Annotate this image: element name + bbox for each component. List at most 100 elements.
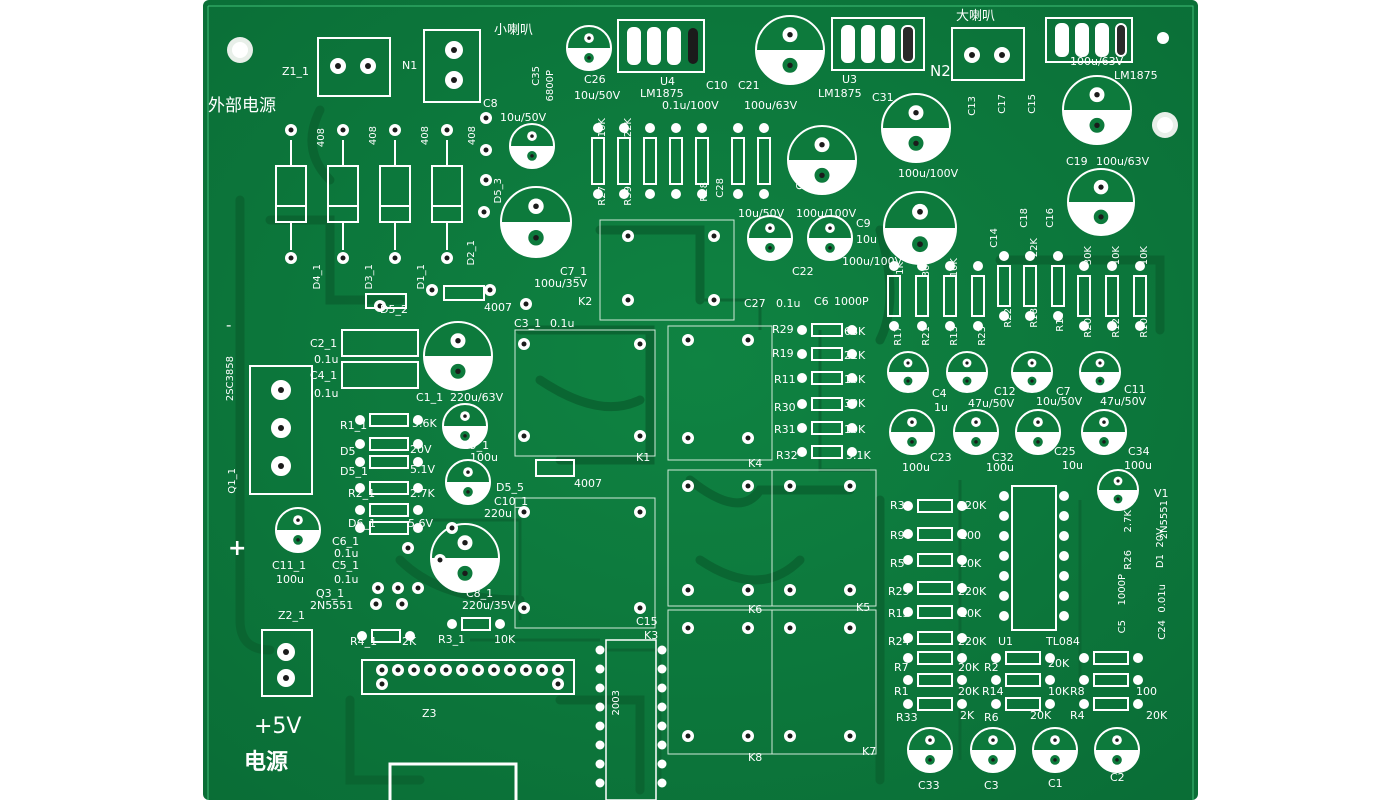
- through-hole: [685, 625, 691, 631]
- through-hole: [437, 557, 443, 563]
- label-transistor: 2SC3858: [225, 356, 236, 402]
- label-z2: Z2_1: [278, 609, 306, 622]
- label-c21-value: 100u/63V: [744, 99, 798, 112]
- label-c17: C17: [997, 94, 1008, 114]
- label-r6-value: 20K: [1030, 709, 1052, 722]
- label-c29-value2: 100u/100V: [796, 207, 857, 220]
- film-capacitor: [535, 459, 575, 477]
- resistor-top-row: [669, 137, 683, 185]
- through-hole: [521, 341, 527, 347]
- label-k2: K2: [578, 295, 593, 308]
- label-c2-value: 0.1u: [314, 353, 339, 366]
- label-c9-1: C9_1: [462, 439, 490, 452]
- through-hole: [787, 625, 793, 631]
- through-hole: [847, 587, 853, 593]
- resistor-pad: [1045, 699, 1055, 709]
- resistor-right-col: [917, 631, 953, 645]
- label-c26: C26: [584, 73, 606, 86]
- copper-traces: [235, 105, 1165, 795]
- resistor-right-row: [1077, 275, 1091, 317]
- capacitor-hole: [1116, 497, 1120, 501]
- diode-bridge: [275, 140, 463, 250]
- label-c23-value: 100u: [902, 461, 930, 474]
- label-c34-value: 100u: [1124, 459, 1152, 472]
- resistor-pad: [355, 505, 365, 515]
- label-c25-value: 10u: [1062, 459, 1083, 472]
- through-hole: [483, 147, 489, 153]
- through-hole: [429, 287, 435, 293]
- through-hole: [399, 601, 405, 607]
- label-c8-value: 10u/50V: [500, 111, 547, 124]
- resistor-right-col: [917, 697, 953, 711]
- label-r12-value: 10K: [1111, 246, 1122, 266]
- resistor-left-col: [369, 413, 409, 427]
- label-c24: C24: [1157, 620, 1168, 640]
- resistor-pad: [1107, 261, 1117, 271]
- label-r20: R20: [1083, 318, 1094, 338]
- through-hole: [847, 625, 853, 631]
- capacitor-hole: [974, 440, 978, 444]
- resistor-right-row: [1133, 275, 1147, 317]
- through-hole: [392, 255, 398, 261]
- resistor-pad: [991, 699, 1001, 709]
- label-c4-value: 0.1u: [314, 387, 339, 400]
- through-hole: [745, 483, 751, 489]
- label-minus: -: [226, 316, 232, 334]
- label-d-value-1: 408: [316, 128, 327, 148]
- label-u1: U1: [998, 635, 1014, 648]
- resistor-pad: [991, 675, 1001, 685]
- ic-pin: [1059, 611, 1069, 621]
- resistor-right-row: [1023, 265, 1037, 307]
- resistor-top-row: [591, 137, 605, 185]
- film-capacitor: [365, 293, 407, 309]
- label-c15-center: C15: [636, 615, 658, 628]
- resistor-pad: [495, 619, 505, 629]
- label-r31: R31: [774, 423, 796, 436]
- label-d5-5-value: 4007: [574, 477, 602, 490]
- label-r4-value: 2K: [402, 635, 417, 648]
- resistor-left-col: [369, 503, 409, 517]
- label-k8: K8: [748, 751, 763, 764]
- label-r10-value: 10K: [1139, 246, 1150, 266]
- resistor-pad: [903, 583, 913, 593]
- capacitor-hole: [1094, 122, 1100, 129]
- label-d4: D4_1: [312, 264, 323, 290]
- label-c20-value: 100u/100V: [898, 167, 959, 180]
- resistor-right-col: [1005, 651, 1041, 665]
- resistor-pad: [593, 123, 603, 133]
- label-c3-right: C3: [984, 779, 999, 792]
- resistor-pad: [1025, 311, 1035, 321]
- through-hole: [685, 587, 691, 593]
- capacitor-hole: [530, 134, 534, 138]
- resistor-top-row: [731, 137, 745, 185]
- capacitor-hole: [910, 440, 914, 444]
- resistor-pad: [355, 415, 365, 425]
- resistor-pad: [917, 261, 927, 271]
- ic-pin: [999, 551, 1009, 561]
- label-r6: R6: [984, 711, 999, 724]
- label-r11: R11: [774, 373, 796, 386]
- resistor-pad: [1079, 321, 1089, 331]
- resistor-right-col: [917, 605, 953, 619]
- resistor-right-row: [915, 275, 929, 317]
- resistor-pad: [847, 349, 857, 359]
- through-hole: [379, 667, 385, 673]
- label-r8-value: 100: [1136, 685, 1157, 698]
- capacitor-hole: [768, 226, 772, 230]
- label-d5: D5: [340, 445, 356, 458]
- label-r12: R12: [1111, 318, 1122, 338]
- label-r9: R9: [890, 529, 905, 542]
- ic-pin: [657, 683, 667, 693]
- connector-power-bottom: [388, 762, 518, 800]
- through-hole: [637, 605, 643, 611]
- resistor-pad: [1133, 653, 1143, 663]
- film-capacitor: [341, 361, 419, 389]
- resistor-pad: [945, 261, 955, 271]
- board-outline: [207, 5, 1194, 800]
- resistor-pad: [847, 447, 857, 457]
- capacitor-hole: [462, 570, 468, 577]
- capacitor-hole: [1102, 420, 1106, 424]
- ic-pin: [1059, 591, 1069, 601]
- label-c6: C6: [814, 295, 829, 308]
- resistor-pad: [957, 501, 967, 511]
